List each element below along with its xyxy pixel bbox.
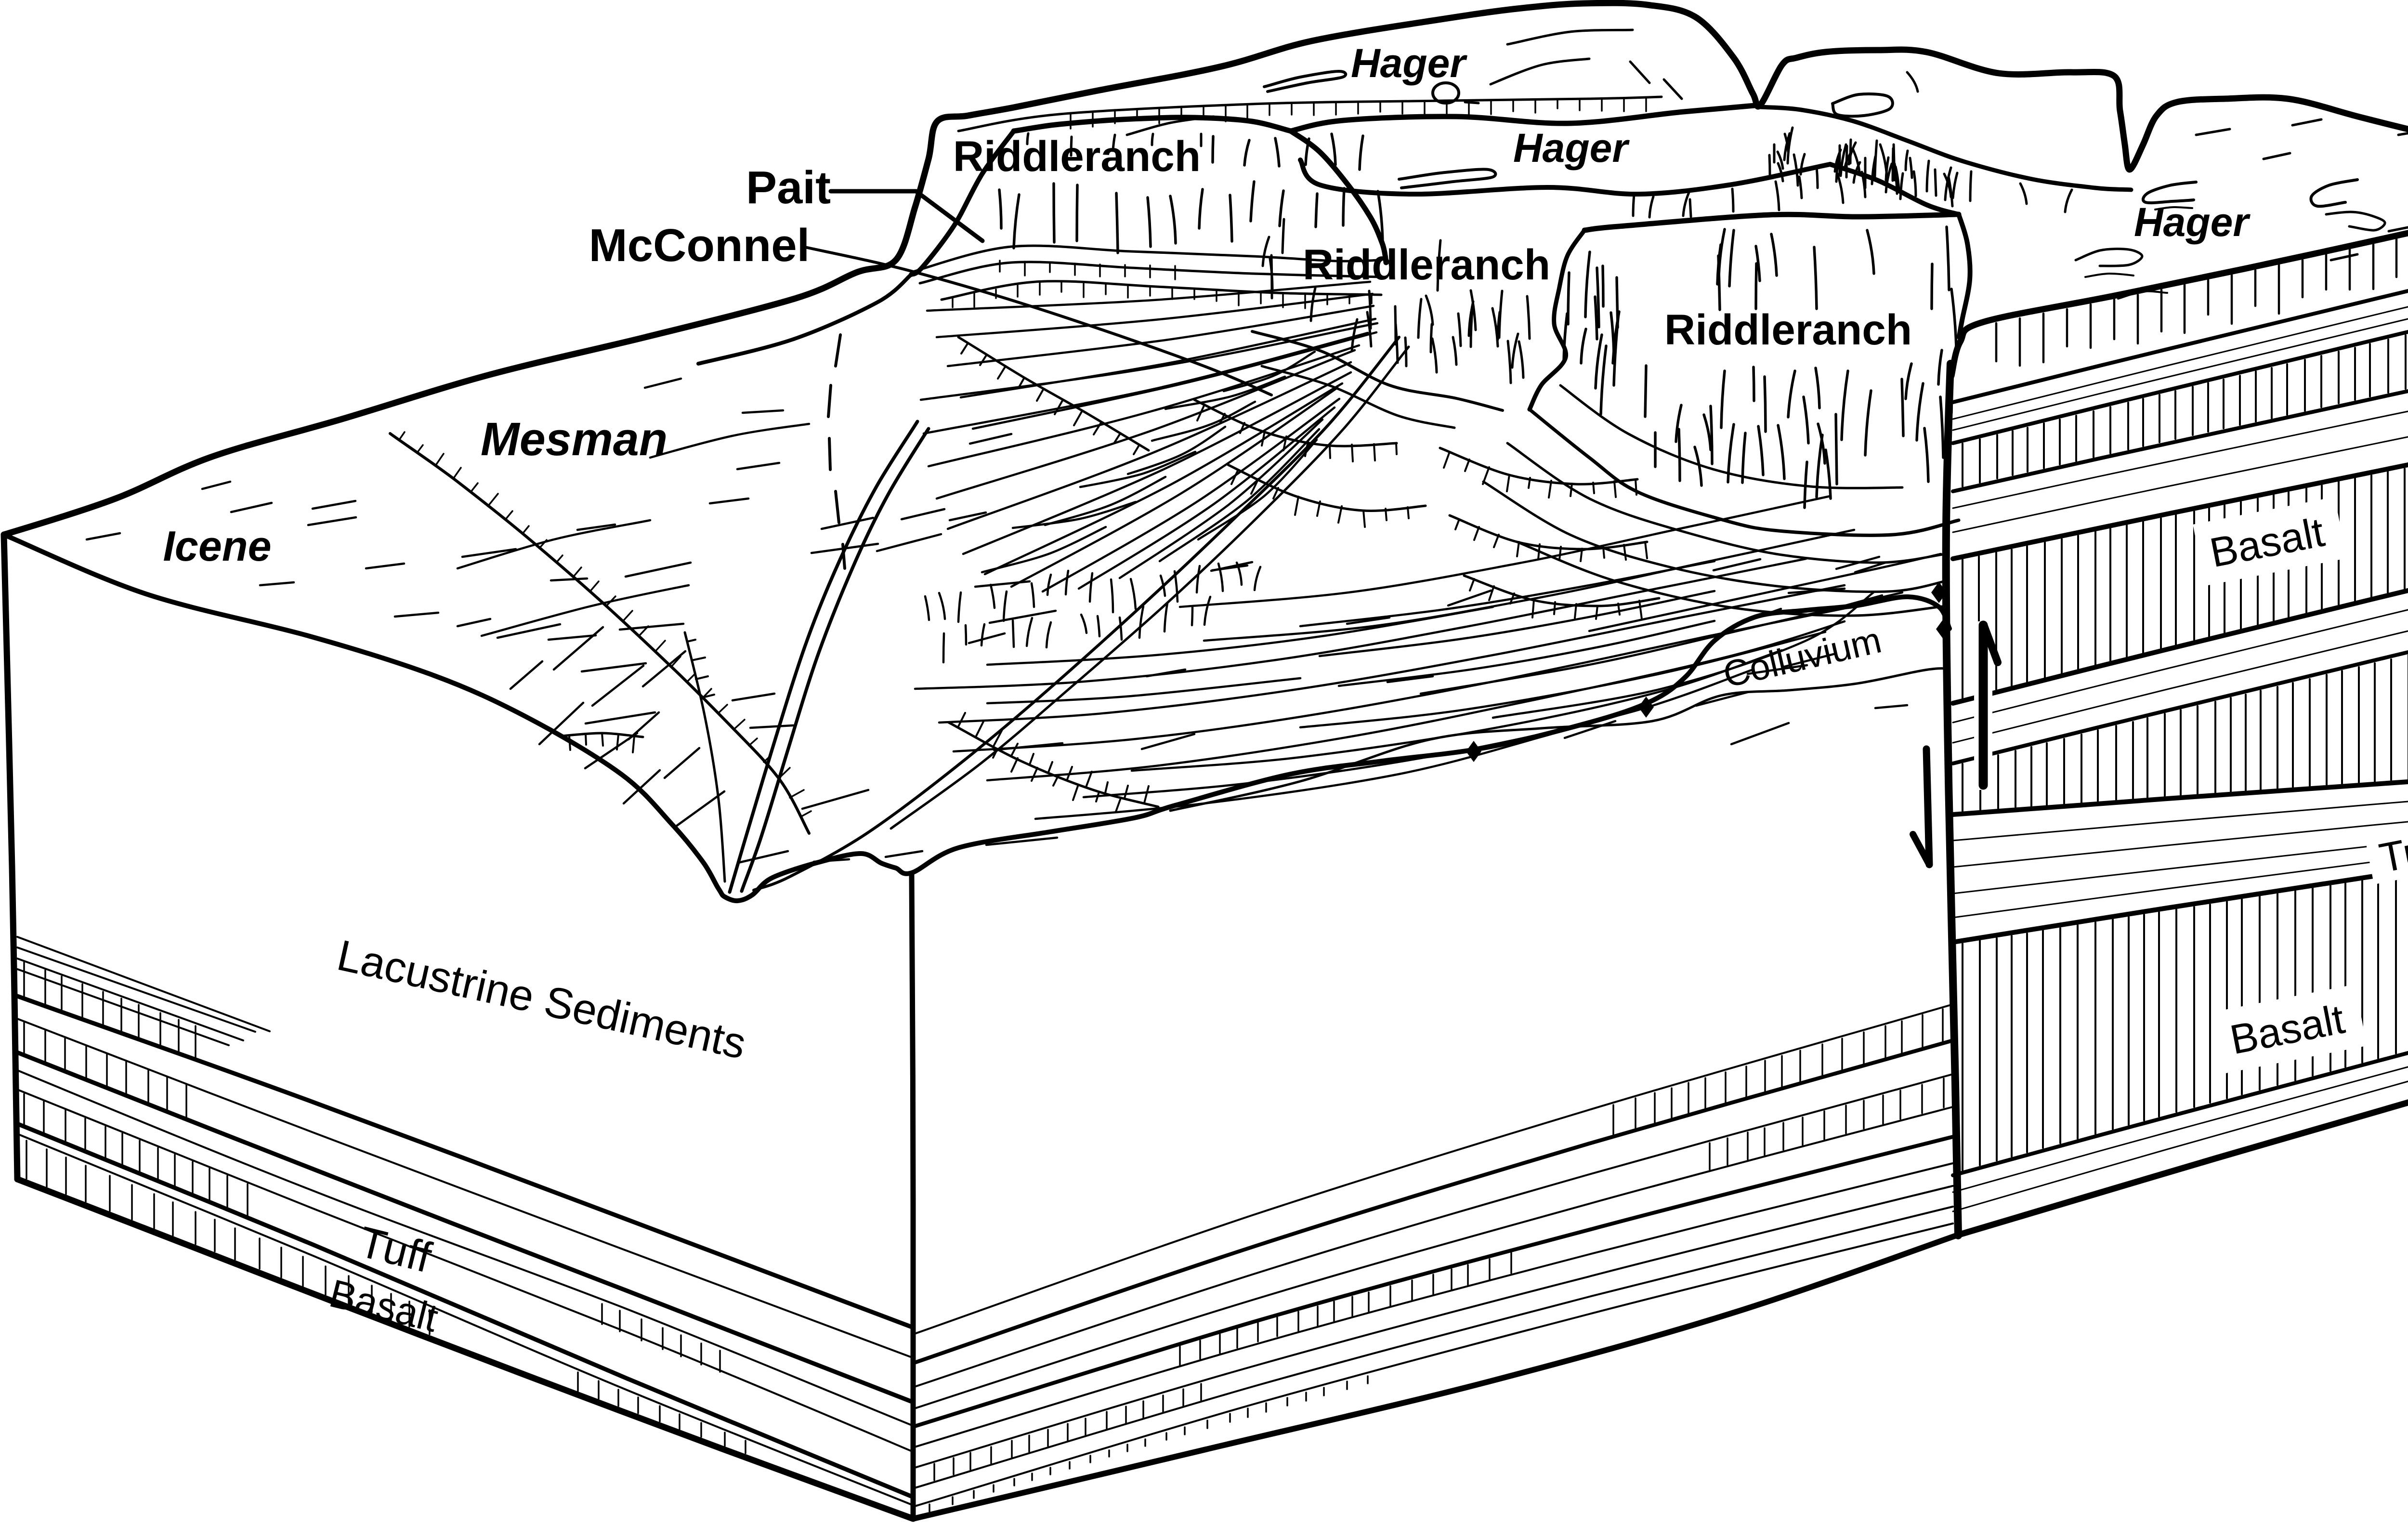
svg-text:Mesman: Mesman <box>481 413 667 465</box>
svg-text:Hager: Hager <box>2134 199 2251 245</box>
svg-text:Riddleranch: Riddleranch <box>1303 240 1550 289</box>
svg-text:Pait: Pait <box>746 162 831 213</box>
svg-text:McConnel: McConnel <box>589 220 810 271</box>
svg-text:Icene: Icene <box>163 522 271 570</box>
svg-text:Hager: Hager <box>1513 125 1630 171</box>
svg-text:Riddleranch: Riddleranch <box>1664 305 1912 354</box>
svg-text:Hager: Hager <box>1351 40 1467 86</box>
svg-text:Riddleranch: Riddleranch <box>953 132 1201 180</box>
